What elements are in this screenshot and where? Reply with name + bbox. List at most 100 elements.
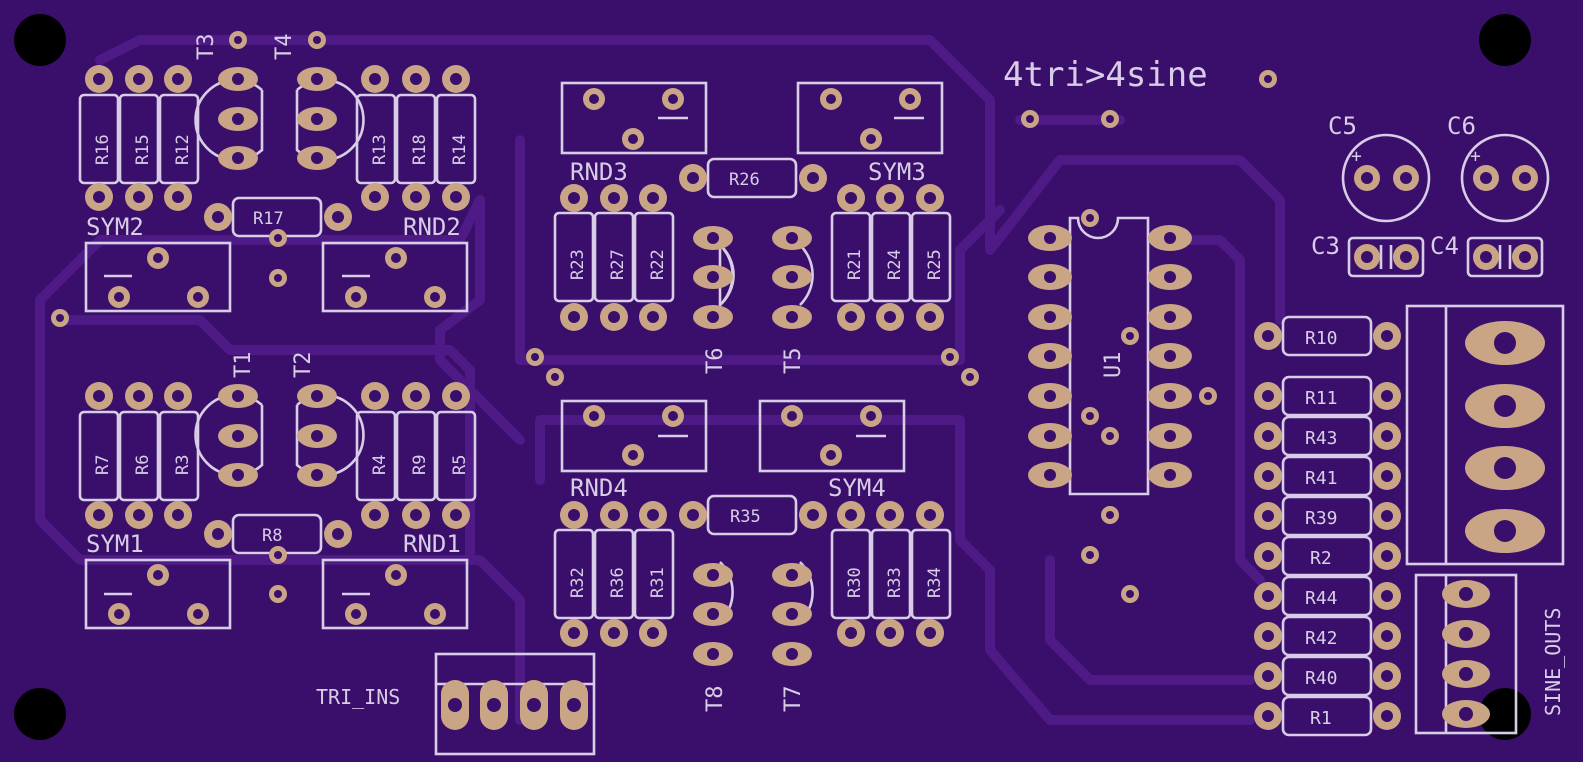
drill-hole [114, 609, 124, 619]
drill-hole [133, 191, 145, 203]
drill-hole [1164, 390, 1176, 402]
drill-hole [114, 292, 124, 302]
drill-hole [1459, 667, 1473, 681]
resistor-body [910, 211, 952, 303]
drill-hole [1262, 590, 1274, 602]
label-t5: T5 [781, 348, 806, 375]
drill-hole [410, 390, 422, 402]
drill-hole [707, 271, 719, 283]
label-r25: R25 [925, 249, 945, 280]
trimmer-outline [84, 241, 232, 313]
label-r35: R35 [730, 507, 761, 527]
resistor-body [553, 528, 595, 620]
via-hole [274, 234, 282, 242]
label-sine-outs: SINE_OUTS [1541, 608, 1565, 716]
drill-hole [369, 73, 381, 85]
drill-hole [193, 292, 203, 302]
resistor-body [830, 528, 872, 620]
via-hole [1086, 214, 1094, 222]
drill-hole [311, 469, 323, 481]
drill-hole [924, 509, 936, 521]
label-rnd3: RND3 [570, 158, 628, 186]
resistor-body [1281, 615, 1373, 657]
resistor-body [1281, 455, 1373, 497]
drill-hole [1262, 430, 1274, 442]
mounting-hole [14, 688, 66, 740]
drill-hole [212, 528, 224, 540]
drill-hole [133, 390, 145, 402]
drill-hole [410, 191, 422, 203]
drill-hole [172, 509, 184, 521]
label-r26: R26 [729, 170, 760, 190]
drill-hole [369, 390, 381, 402]
electrolytic-outline [1460, 133, 1550, 223]
drill-hole [568, 627, 580, 639]
label-r41: R41 [1305, 468, 1338, 489]
connector-outline [1405, 304, 1565, 566]
drill-hole [845, 509, 857, 521]
drill-hole [232, 152, 244, 164]
drill-hole [628, 134, 638, 144]
via-hole [1264, 75, 1272, 83]
drill-hole [1381, 710, 1393, 722]
trimmer-outline [560, 81, 708, 155]
label-r31: R31 [648, 567, 668, 598]
mounting-hole [14, 14, 66, 66]
trimmer-group-1: SYM1 RND1 [84, 530, 469, 630]
resistor-body [553, 211, 595, 303]
drill-hole [647, 627, 659, 639]
board-title: 4tri>4sine [1003, 55, 1208, 95]
label-t7: T7 [781, 686, 806, 713]
label-r43: R43 [1305, 428, 1338, 449]
ic-u1: U1 [1068, 216, 1150, 496]
drill-hole [1164, 271, 1176, 283]
drill-hole [351, 609, 361, 619]
drill-hole [193, 609, 203, 619]
label-r21: R21 [845, 249, 865, 280]
drill-hole [527, 698, 541, 712]
via-hole [531, 353, 539, 361]
drill-hole [391, 253, 401, 263]
drill-hole [1262, 470, 1274, 482]
via-hole [313, 36, 321, 44]
label-r13: R13 [370, 134, 390, 165]
drill-hole [1164, 350, 1176, 362]
drill-hole [884, 627, 896, 639]
trimmer-group-3: RND3 SYM3 R26 [560, 81, 944, 199]
drill-hole [1164, 430, 1176, 442]
drill-hole [232, 430, 244, 442]
drill-hole [1381, 470, 1393, 482]
resistor-body [158, 410, 200, 502]
drill-hole [311, 73, 323, 85]
drill-hole [391, 570, 401, 580]
drill-hole [430, 292, 440, 302]
drill-hole [647, 311, 659, 323]
drill-hole [1381, 670, 1393, 682]
drill-hole [1381, 430, 1393, 442]
label-sym3: SYM3 [868, 158, 926, 186]
label-r1: R1 [1310, 708, 1332, 729]
connector-outline [1414, 573, 1518, 735]
label-r14: R14 [450, 134, 470, 165]
plus-mark: + [1351, 146, 1362, 167]
drill-hole [1494, 332, 1516, 354]
resistor-body [158, 93, 200, 185]
drill-hole [707, 311, 719, 323]
drill-hole [450, 509, 462, 521]
trimmer-outline [758, 399, 906, 473]
label-sym1: SYM1 [86, 530, 144, 558]
drill-hole [647, 509, 659, 521]
drill-hole [1519, 251, 1531, 263]
label-r23: R23 [568, 249, 588, 280]
drill-hole [707, 648, 719, 660]
drill-hole [430, 609, 440, 619]
label-sym4: SYM4 [828, 474, 886, 502]
drill-hole [589, 411, 599, 421]
drill-hole [707, 569, 719, 581]
drill-hole [232, 73, 244, 85]
drill-hole [311, 390, 323, 402]
label-r2: R2 [1310, 548, 1332, 569]
label-r5: R5 [450, 455, 470, 475]
label-r9: R9 [410, 455, 430, 475]
mounting-hole [1479, 14, 1531, 66]
